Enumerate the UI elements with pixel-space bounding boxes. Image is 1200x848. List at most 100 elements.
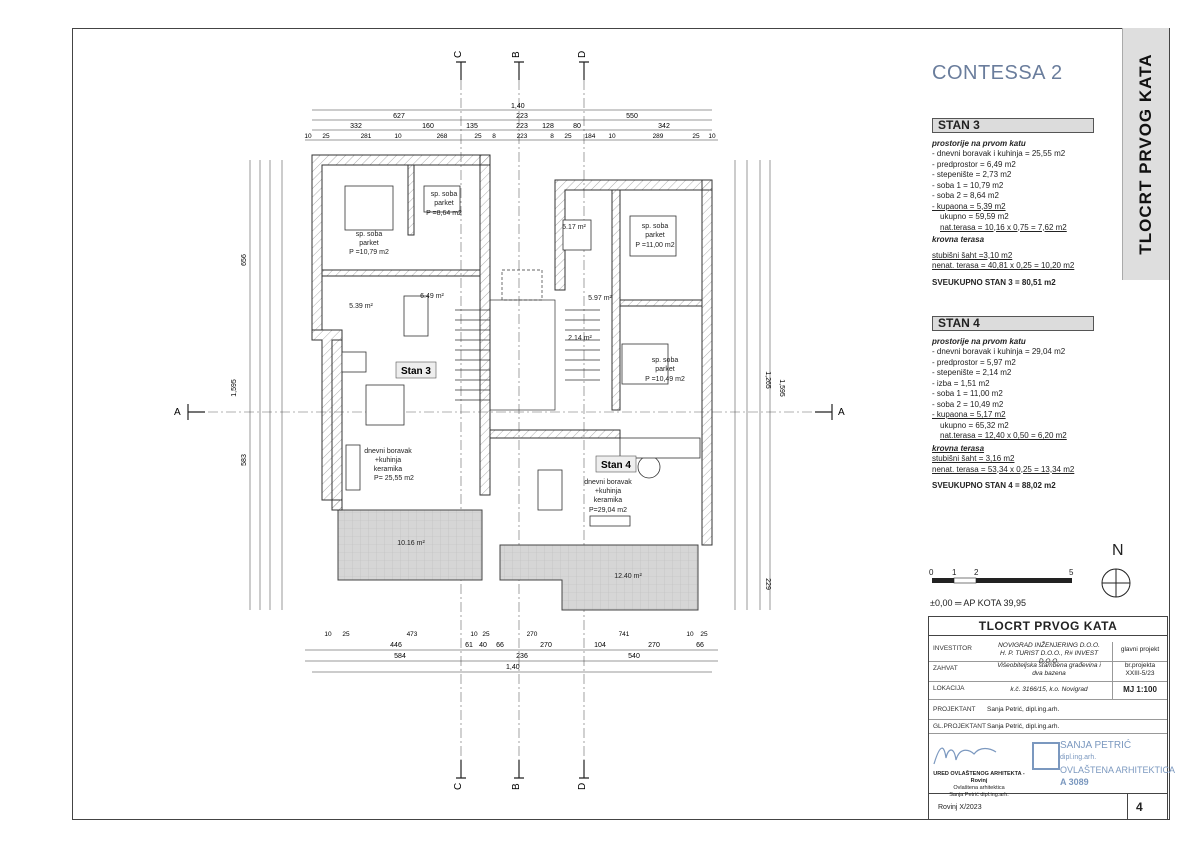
apartment-3-total: SVEUKUPNO STAN 3 = 80,51 m2	[932, 277, 1056, 287]
terrace-stan4	[499, 544, 699, 611]
double-bed-4	[621, 343, 669, 385]
dim-left-1595: 1,595	[231, 379, 238, 397]
dim-left-656: 656	[241, 254, 248, 266]
room-bath4: 5.17 m²	[562, 224, 586, 231]
dim-left-583: 583	[241, 454, 248, 466]
dim-bottom-row1-7: 10	[686, 631, 694, 638]
dim-top-row2: 627 223 550	[393, 113, 638, 120]
row-investitor: INVESTITOR NOVIGRAD INŽENJERING D.O.O.H.…	[929, 641, 1167, 665]
investitor-right: glavni projekt	[1112, 642, 1167, 662]
dim-right-1265: 1,265	[764, 371, 771, 389]
room-terrace4: 12.40 m²	[614, 573, 642, 580]
dim-top-row4-14: 10	[708, 133, 716, 140]
room-hall4: 5.97 m²	[588, 295, 612, 302]
apartment-4-header: STAN 4	[932, 316, 1094, 331]
apartment-3-terrace: nat.terasa = 10,16 x 0,75 = 7,62 m2	[940, 222, 1067, 232]
dim-top-row4-10: 184	[585, 133, 596, 140]
room-bed2-line1: sp. soba	[431, 191, 458, 198]
apartment-3-roof-line: nenat. terasa = 40,81 x 0,25 = 10,20 m2	[932, 261, 1075, 270]
side-sheet-title: TLOCRT PRVOG KATA	[1122, 28, 1169, 280]
dim-top-row2-2: 550	[626, 113, 638, 120]
apartment-3-line: - soba 2 = 8,64 m2	[932, 191, 999, 200]
dim-bottom-row2-3: 66	[496, 642, 504, 649]
furniture	[341, 185, 701, 527]
dining-table-3	[365, 384, 405, 426]
apartment-4-roof-line: stubišni šaht = 3,16 m2	[932, 454, 1015, 463]
room-bed1-line1: sp. soba	[356, 231, 383, 238]
dim-right-outer: 1,595 1,265 229	[764, 371, 785, 590]
room-terrace3: 10.16 m²	[397, 540, 425, 547]
room-bath3: 5.39 m²	[349, 303, 373, 310]
footer-place-date: Rovinj X/2023	[938, 804, 982, 811]
apartment-3-bathroom: - kupaona = 5,39 m2	[932, 201, 1006, 211]
room-living3-line1: dnevni boravak	[364, 448, 412, 455]
apartment-3-line: - predprostor = 6,49 m2	[932, 159, 1016, 169]
glprojektant-key: GL.PROJEKTANT	[933, 723, 986, 730]
dimension-lines-top	[249, 109, 771, 673]
apartment-4-line: - predprostor = 5,97 m2	[932, 357, 1016, 367]
stamp-line-1: SANJA PETRIĆ	[1060, 740, 1132, 751]
double-bed-1	[344, 185, 394, 231]
dim-top-row4-13: 25	[692, 133, 700, 140]
stamp-square-icon	[1032, 742, 1060, 770]
dim-bottom-row2-0: 446	[390, 642, 402, 649]
dim-top-row4-12: 289	[653, 133, 664, 140]
room-living3-line3: keramika	[374, 466, 403, 473]
axis-label-c-bottom: C	[453, 783, 464, 790]
apartment-3-summary: STAN 3 prostorije na prvom katu - dnevni…	[932, 118, 1094, 288]
room-bed1-line2: parket	[359, 240, 379, 247]
lokacija-key: LOKACIJA	[933, 685, 965, 692]
axis-label-d-top: D	[577, 51, 588, 58]
dim-top-row4-6: 8	[492, 133, 496, 140]
investitor-value-2: H. P. TURIST D.O.O., R# INVEST D.O.O.	[999, 650, 1099, 665]
dim-bottom-row2-1: 61	[465, 642, 473, 649]
apartment-4-line: - stepenište = 2,14 m2	[932, 368, 1012, 377]
dim-bottom-row1-6: 741	[619, 631, 630, 638]
apartment-3-roof-line: stubišni šaht =3,10 m2	[932, 250, 1013, 260]
axis-label-b-top: B	[511, 51, 522, 58]
room-living3-line4: P= 25,55 m2	[374, 475, 414, 482]
axis-grid-lines	[190, 62, 830, 778]
terrace-stan3	[337, 509, 483, 581]
apartment-3-subtotal: ukupno = 59,59 m2	[940, 212, 1009, 221]
apartment-3-line: - dnevni boravak i kuhinja = 25,55 m2	[932, 149, 1066, 158]
apartment-4-roof-label: krovna terasa	[932, 443, 985, 453]
stamp-line-3: OVLAŠTENA ARHITEKTICA	[1060, 765, 1176, 775]
dim-top-row2-1: 223	[516, 113, 528, 120]
room-living3-line2: +kuhinja	[375, 457, 401, 464]
investitor-value-1: NOVIGRAD INŽENJERING D.O.O.	[998, 642, 1100, 649]
title-block-title: TLOCRT PRVOG KATA	[929, 617, 1167, 636]
zahvat-value-2: dva bazena	[1032, 670, 1066, 677]
glprojektant-value: Sanja Petrić, dipl.ing.arh.	[987, 723, 1060, 730]
room-bed4-line3: P =10,49 m2	[645, 376, 685, 383]
sofa-4	[619, 437, 701, 459]
room-bed1-line3: P =10,79 m2	[349, 249, 389, 256]
signature-icon	[933, 747, 997, 765]
company-stamp-text: URED OVLAŠTENOG ARHITEKTA - Rovinj Ovlaš…	[930, 771, 1028, 799]
scale-bar	[932, 577, 1072, 584]
dim-top-row4-5: 25	[474, 133, 482, 140]
apartment-3-line: - stepenište = 2,73 m2	[932, 170, 1012, 179]
side-sheet-title-text: TLOCRT PRVOG KATA	[1136, 53, 1155, 255]
apartment-4-terrace: nat.terasa = 12,40 x 0,50 = 6,20 m2	[940, 431, 1067, 440]
projektant-key: PROJEKTANT	[933, 706, 976, 713]
room-living4-line4: P=29,04 m2	[589, 507, 627, 514]
dim-top-row3-4: 128	[542, 123, 554, 130]
dim-top-row3: 332 160 135 223 128 80 342	[350, 123, 670, 130]
apartment-4-subtotal: ukupno = 65,32 m2	[940, 420, 1009, 430]
stamp-line-2: dipl.ing.arh.	[1060, 754, 1097, 761]
dim-bottom-total: 1,40	[506, 664, 520, 671]
dim-top-row4-9: 25	[564, 133, 572, 140]
apartment-4-line: - soba 1 = 11,00 m2	[932, 389, 1003, 398]
dim-bottom-row2-2: 40	[479, 642, 487, 649]
dim-top-row4-2: 281	[361, 133, 372, 140]
zahvat-right-1: br.projekta	[1124, 662, 1156, 669]
company-line-3: Sanja Petrić dipl.ing.arh.	[949, 792, 1009, 798]
scale-value: MJ 1:100	[1112, 682, 1167, 700]
drawing-sheet-frame	[72, 28, 1170, 820]
dim-top-row4: 10 25 281 10 268 25 8 223 8 25 184 10 28…	[304, 133, 716, 140]
walls	[311, 154, 713, 546]
dim-top-row3-1: 160	[422, 123, 434, 130]
zahvat-value-1: Višeobiteljska stambena građevina i	[997, 662, 1101, 669]
